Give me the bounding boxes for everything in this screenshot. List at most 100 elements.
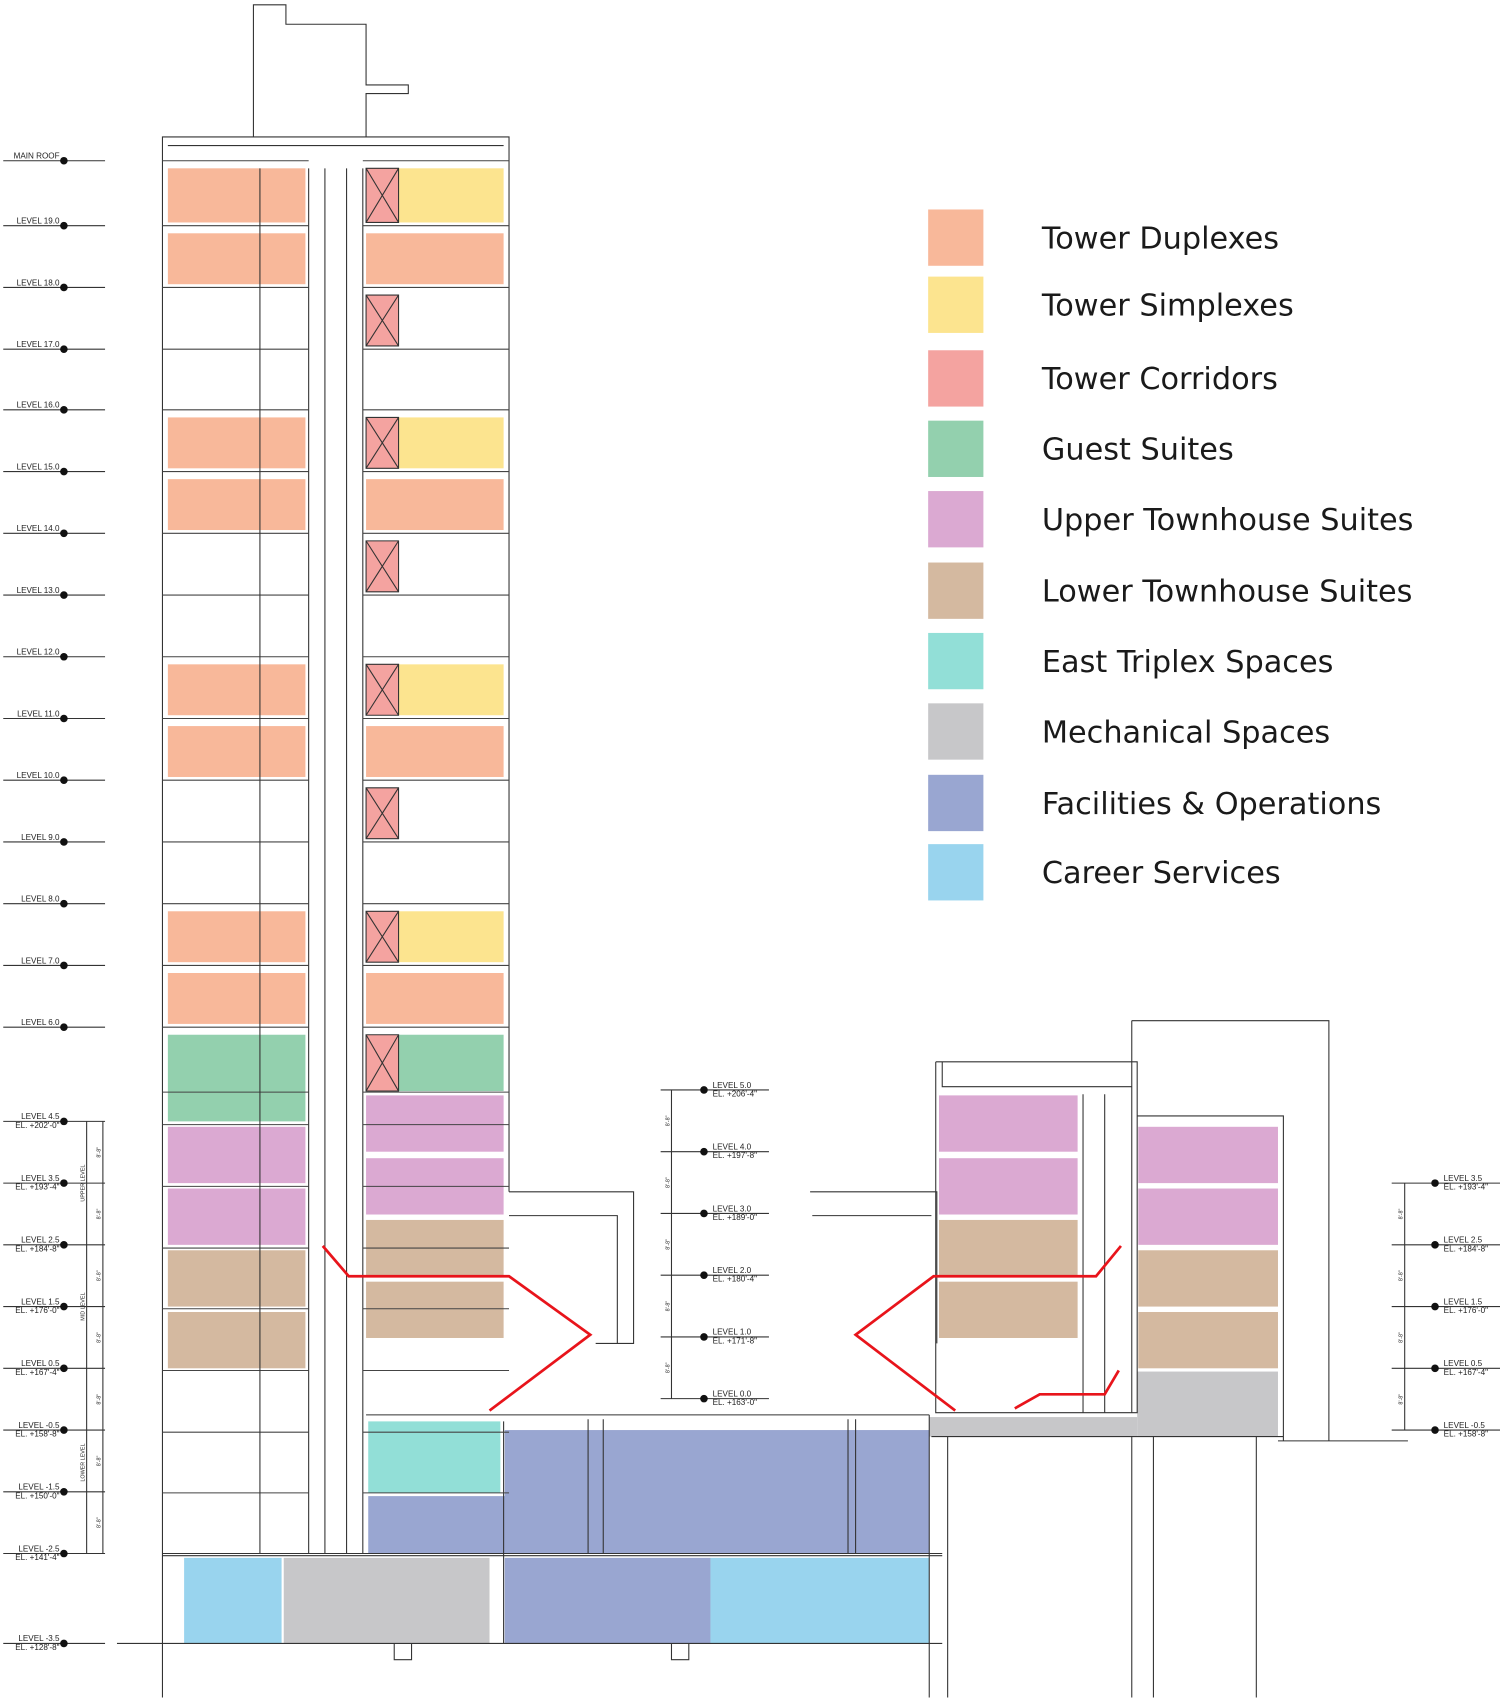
tower-duplex-right xyxy=(366,726,504,777)
corridor-x-icon xyxy=(365,167,400,224)
floor-height-dim: 8'-8" xyxy=(1399,1209,1405,1220)
upper-townhouse xyxy=(1138,1188,1278,1245)
legend-label: Lower Townhouse Suites xyxy=(1042,575,1413,610)
legend-label: Upper Townhouse Suites xyxy=(1042,503,1414,538)
tower-duplex-left xyxy=(167,911,306,963)
legend-label: Career Services xyxy=(1042,856,1281,891)
red-circulation-path xyxy=(853,1245,1122,1412)
level-elevation: EL. +167'-4" xyxy=(1444,1368,1488,1377)
level-name: LEVEL 14.0 xyxy=(17,524,60,533)
level-name: MAIN ROOF xyxy=(14,152,60,161)
level-name: LEVEL 3.0 xyxy=(713,1204,752,1213)
corridor-x-icon xyxy=(365,294,400,347)
level-name: LEVEL 2.0 xyxy=(713,1266,752,1275)
tower-simplex xyxy=(398,168,504,223)
level-marker-icon xyxy=(700,1086,708,1094)
level-marker-icon xyxy=(1431,1241,1439,1249)
legend-label: Tower Simplexes xyxy=(1041,289,1294,324)
level-name: LEVEL 18.0 xyxy=(17,278,60,287)
level-marker-icon xyxy=(60,1023,68,1031)
legend-swatch xyxy=(928,420,984,477)
wall-line xyxy=(509,1191,635,1344)
tower-duplex-left xyxy=(167,664,306,716)
zone-label-mid: MID LEVEL xyxy=(80,1292,86,1320)
legend-swatch xyxy=(928,632,984,690)
level-name: LEVEL 7.0 xyxy=(21,956,60,965)
mechanical xyxy=(929,1417,1138,1437)
floor-height-dim: 8'-8" xyxy=(1399,1332,1405,1343)
level-marker-icon xyxy=(60,1364,68,1373)
level-name: LEVEL 10.0 xyxy=(17,771,60,780)
tower-duplex-left xyxy=(167,168,306,223)
level-marker-icon xyxy=(1431,1364,1439,1373)
corridor-x-icon xyxy=(365,787,400,840)
tower-duplex-left xyxy=(167,726,306,777)
floor-height-dim: 8'-8" xyxy=(97,1209,103,1220)
level-name: LEVEL 12.0 xyxy=(17,648,60,657)
level-elevation: EL. +184'-8" xyxy=(1444,1244,1488,1253)
level-name: LEVEL -2.5 xyxy=(18,1544,60,1553)
level-name: LEVEL 2.5 xyxy=(1444,1236,1483,1245)
legend-swatch xyxy=(928,350,984,407)
level-marker-icon xyxy=(700,1333,708,1341)
level-marker-icon xyxy=(60,1302,68,1311)
level-name: LEVEL 3.5 xyxy=(1444,1174,1483,1183)
floor-height-dim: 8'-8" xyxy=(97,1455,103,1466)
tower-duplex-left xyxy=(167,233,306,285)
upper-townhouse xyxy=(1138,1126,1278,1184)
level-marker-icon xyxy=(60,652,68,661)
floor-height-dim: 8'-8" xyxy=(1399,1394,1405,1405)
floor-height-dim: 8'-8" xyxy=(97,1394,103,1405)
tower-duplex-right xyxy=(366,233,504,285)
wall-line xyxy=(308,168,364,1554)
wall-line xyxy=(161,136,510,1698)
upper-townhouse xyxy=(938,1095,1078,1152)
level-marker-icon xyxy=(1431,1179,1439,1187)
level-elevation: EL. +197'-8" xyxy=(713,1151,757,1160)
career-services xyxy=(184,1557,282,1644)
zone-label-upper: UPPER LEVEL xyxy=(80,1165,86,1202)
floor-height-dim: 8'-8" xyxy=(97,1332,103,1343)
level-marker-icon xyxy=(60,156,68,165)
level-name: LEVEL 17.0 xyxy=(17,340,60,349)
career-services xyxy=(710,1557,930,1644)
floor-height-dim: 8'-8" xyxy=(97,1270,103,1281)
legend-label: Tower Duplexes xyxy=(1041,221,1279,256)
wall-line xyxy=(1137,1115,1284,1441)
level-marker-icon xyxy=(60,529,68,538)
level-elevation: EL. +189'-0" xyxy=(713,1213,757,1222)
level-elevation: EL. +202'-0" xyxy=(15,1121,59,1130)
floor-height-dim: 8'-8" xyxy=(97,1517,103,1528)
upper-townhouse xyxy=(938,1158,1078,1215)
level-name: LEVEL 1.0 xyxy=(713,1328,752,1337)
lower-townhouse xyxy=(1138,1250,1278,1307)
corridor-x-icon xyxy=(365,663,400,716)
wall-line xyxy=(941,1061,1132,1088)
guest-suite-left xyxy=(167,1034,306,1122)
program-fills xyxy=(167,168,1278,1644)
mechanical xyxy=(283,1557,490,1644)
level-marker-icon xyxy=(60,776,68,785)
wall-line xyxy=(587,1419,857,1554)
level-marker-icon xyxy=(1431,1302,1439,1311)
wall-line xyxy=(935,1061,1138,1414)
facilities xyxy=(368,1496,930,1554)
level-name: LEVEL 0.5 xyxy=(1444,1359,1483,1368)
legend-label: Tower Corridors xyxy=(1041,362,1278,397)
guest-suite-right xyxy=(398,1034,504,1092)
level-name: LEVEL 4.5 xyxy=(21,1112,60,1121)
level-marker-icon xyxy=(700,1147,708,1156)
floor-height-dim: 8'-8" xyxy=(665,1115,671,1126)
level-elevation: EL. +158'-8" xyxy=(15,1430,59,1439)
red-stair-paths xyxy=(321,1245,1122,1412)
tower-duplex-left xyxy=(167,479,306,531)
wall-line xyxy=(810,1191,938,1344)
lower-townhouse xyxy=(167,1250,306,1307)
floor-height-dim: 8'-8" xyxy=(665,1177,671,1188)
wall-line xyxy=(1082,1094,1106,1413)
tower-simplex xyxy=(398,417,504,469)
level-marker-icon xyxy=(60,838,68,846)
